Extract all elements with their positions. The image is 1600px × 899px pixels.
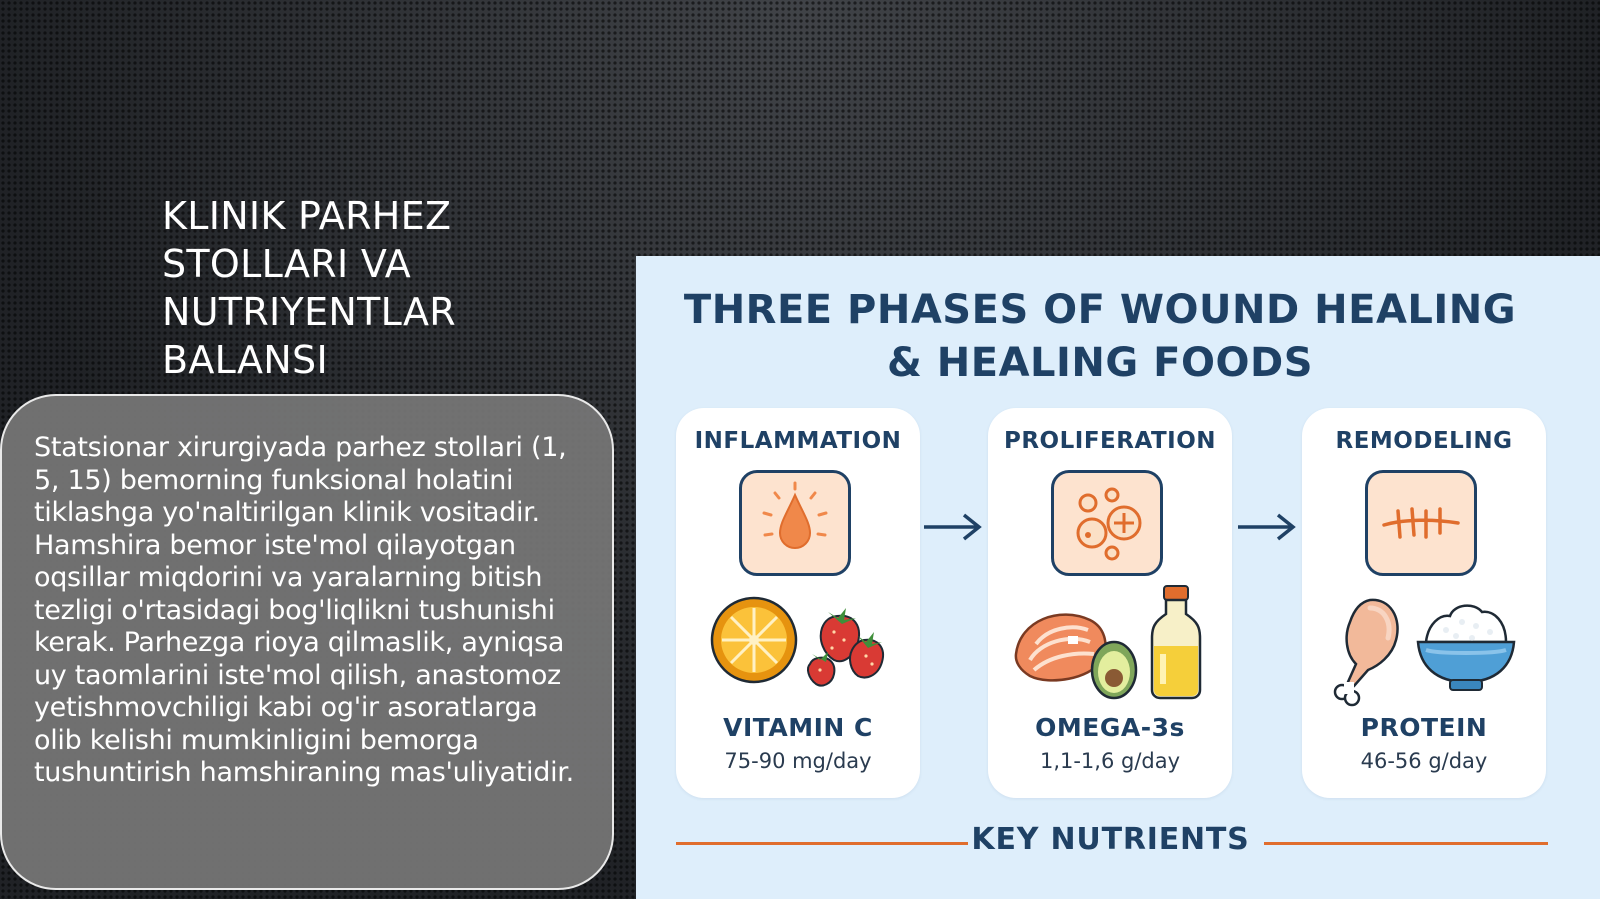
divider-left (676, 842, 968, 845)
oil-bottle-icon (1150, 584, 1202, 700)
slide-title: KLINIK PARHEZ STOLLARI VA NUTRIYENTLAR B… (162, 194, 456, 382)
phase-label: INFLAMMATION (694, 428, 902, 454)
rice-bowl-icon (1414, 594, 1518, 698)
phase-card-inflammation: INFLAMMATION (676, 408, 920, 798)
phase-card-remodeling: REMODELING (1302, 408, 1546, 798)
nutrient-dose: 75-90 mg/day (724, 749, 872, 773)
nutrient-dose: 1,1-1,6 g/day (1039, 749, 1181, 773)
phase-card-proliferation: PROLIFERATION (988, 408, 1232, 798)
wound-healing-infographic: THREE PHASES OF WOUND HEALING & HEALING … (636, 256, 1600, 899)
nutrient-name: OMEGA-3s (1035, 713, 1185, 742)
chicken-leg-icon (1326, 594, 1406, 708)
phase-label: PROLIFERATION (1003, 428, 1217, 454)
arrow-right-icon (1238, 513, 1296, 541)
nutrient-dose: 46-56 g/day (1360, 749, 1488, 773)
suture-scar-icon (1365, 470, 1477, 576)
nutrient-name: VITAMIN C (723, 713, 873, 742)
nutrient-name: PROTEIN (1360, 713, 1488, 742)
body-paragraph: Statsionar xirurgiyada parhez stollari (… (34, 432, 574, 788)
salmon-icon (1010, 590, 1144, 700)
divider-right (1264, 842, 1548, 845)
phase-label: REMODELING (1335, 428, 1513, 454)
orange-icon (710, 594, 800, 686)
body-text-box: Statsionar xirurgiyada parhez stollari (… (0, 394, 614, 890)
infographic-title: THREE PHASES OF WOUND HEALING & HEALING … (683, 287, 1517, 386)
strawberries-icon (802, 598, 894, 690)
key-nutrients-label: KEY NUTRIENTS (971, 822, 1250, 857)
inflammation-drop-icon (739, 470, 851, 576)
arrow-right-icon (924, 513, 982, 541)
cell-proliferation-icon (1051, 470, 1163, 576)
